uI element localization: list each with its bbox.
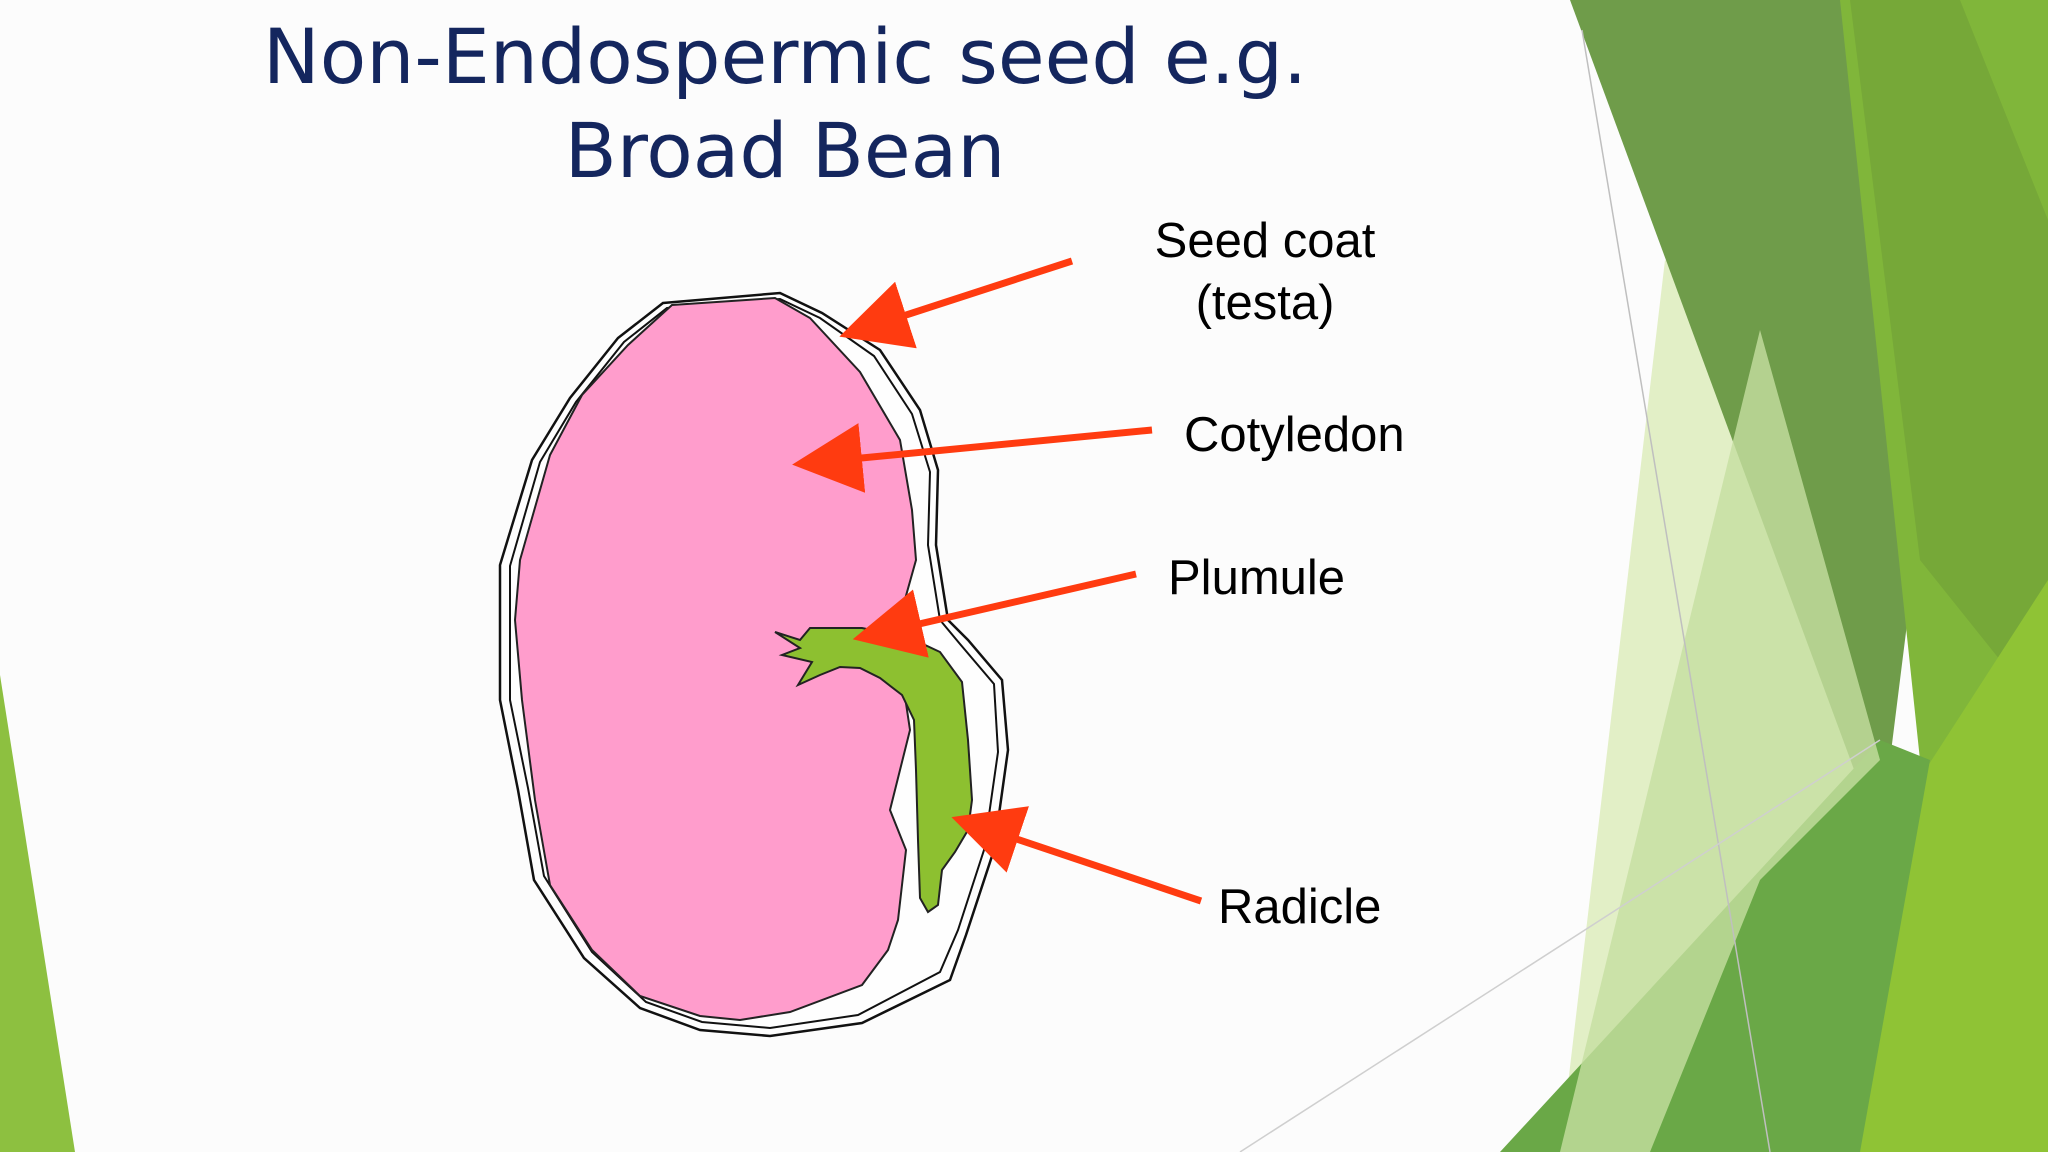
radicle-label: Radicle — [1218, 880, 1382, 934]
thin-line-2 — [1239, 739, 1881, 1152]
seed-coat-label: Seed coat (testa) — [1130, 210, 1400, 334]
seed-coat-label-line1: Seed coat — [1154, 214, 1376, 268]
seed-coat-inner-line — [509, 297, 1000, 1030]
plumule-label: Plumule — [1168, 551, 1346, 605]
cotyledon-label: Cotyledon — [1184, 408, 1405, 462]
left-green-sliver — [0, 675, 75, 1152]
radicle-arrow — [951, 806, 1203, 905]
right-olive-facet — [1850, 0, 2048, 720]
cotyledon-arrow — [792, 423, 1153, 493]
slide-title: Non-Endospermic seed e.g. Broad Bean — [262, 12, 1308, 195]
plumule-arrow — [852, 570, 1137, 658]
thin-line-1 — [1581, 29, 1771, 1152]
seed-coat-arrow — [839, 257, 1074, 349]
right-light-green-facet — [1560, 330, 1880, 1152]
seed-coat-label-line2: (testa) — [1195, 276, 1335, 330]
